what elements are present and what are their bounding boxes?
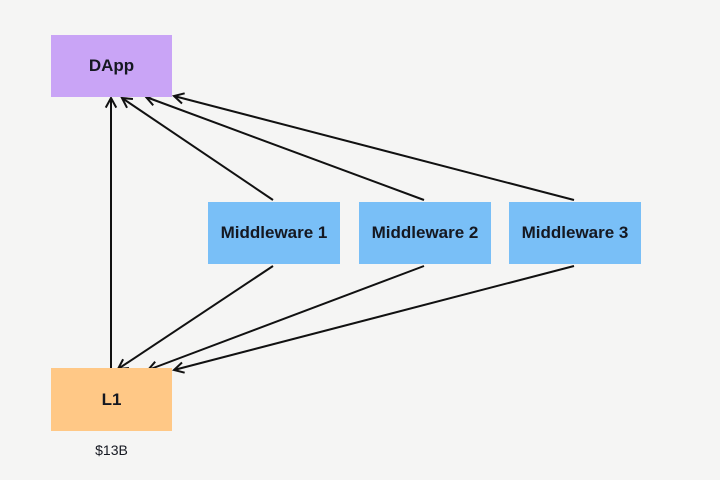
arrow-middleware-1-to-dapp [120, 96, 274, 201]
arrowhead [171, 361, 185, 374]
node-middleware-2: Middleware 2 [359, 202, 491, 264]
arrow-middleware-2-to-dapp [144, 94, 425, 201]
node-dapp: DApp [51, 35, 172, 97]
arrow-middleware-3-to-l1 [171, 265, 575, 374]
arrowhead [171, 92, 185, 105]
arrowhead [120, 96, 134, 109]
node-middleware-3: Middleware 3 [509, 202, 641, 264]
node-middleware-2-label: Middleware 2 [371, 223, 479, 242]
node-middleware-1-label: Middleware 1 [220, 223, 328, 242]
node-dapp-label: DApp [88, 56, 135, 75]
l1-value-label: $13B [95, 442, 128, 458]
arrowhead [104, 95, 118, 109]
arrow-l1-to-dapp [104, 95, 118, 372]
arrow-middleware-2-to-l1 [146, 265, 425, 373]
arrow-middleware-1-to-l1 [116, 265, 274, 371]
node-l1: L1 [51, 368, 172, 431]
arrow-middleware-3-to-dapp [171, 92, 575, 201]
node-l1-label: L1 [101, 389, 122, 409]
node-middleware-1: Middleware 1 [208, 202, 340, 264]
node-middleware-3-label: Middleware 3 [521, 223, 629, 242]
